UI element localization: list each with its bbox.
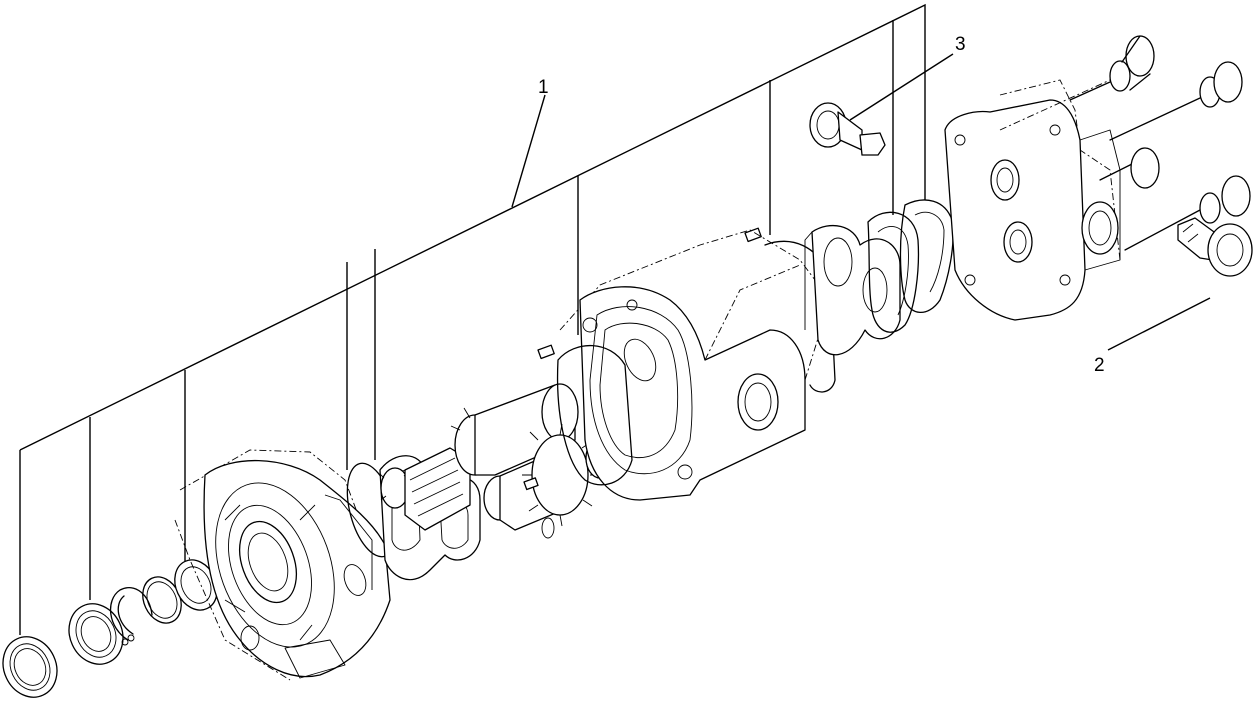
callout-3-leader	[849, 53, 954, 121]
inner-shaft-seal	[68, 603, 124, 665]
through-bolt-1	[999, 35, 1155, 131]
lip-seal	[174, 559, 218, 611]
retaining-snap-ring	[109, 587, 153, 646]
callout-label-1: 1	[538, 77, 549, 98]
front-mounting-flange	[174, 449, 391, 681]
through-bolts	[999, 35, 1251, 251]
relief-plug-fitting	[809, 102, 886, 156]
callout-2-leader	[1107, 297, 1211, 351]
through-bolt-4	[1124, 175, 1251, 251]
gear-housing-body	[559, 229, 831, 501]
dowel-pins	[523, 227, 762, 491]
body-o-ring	[556, 344, 633, 486]
through-bolt-2	[1109, 61, 1243, 141]
through-bolt-3	[1099, 147, 1160, 189]
rear-wear-plate	[804, 224, 901, 356]
outer-shaft-seal	[2, 636, 58, 698]
pressure-seal-gasket	[867, 211, 920, 333]
rear-cover	[944, 79, 1121, 321]
callout-label-3: 3	[955, 34, 966, 55]
callout-label-2: 2	[1094, 355, 1105, 376]
callout-1-leader-tree	[19, 3, 926, 635]
adapter-fitting	[1177, 217, 1253, 277]
backup-seal-gasket	[899, 199, 954, 314]
